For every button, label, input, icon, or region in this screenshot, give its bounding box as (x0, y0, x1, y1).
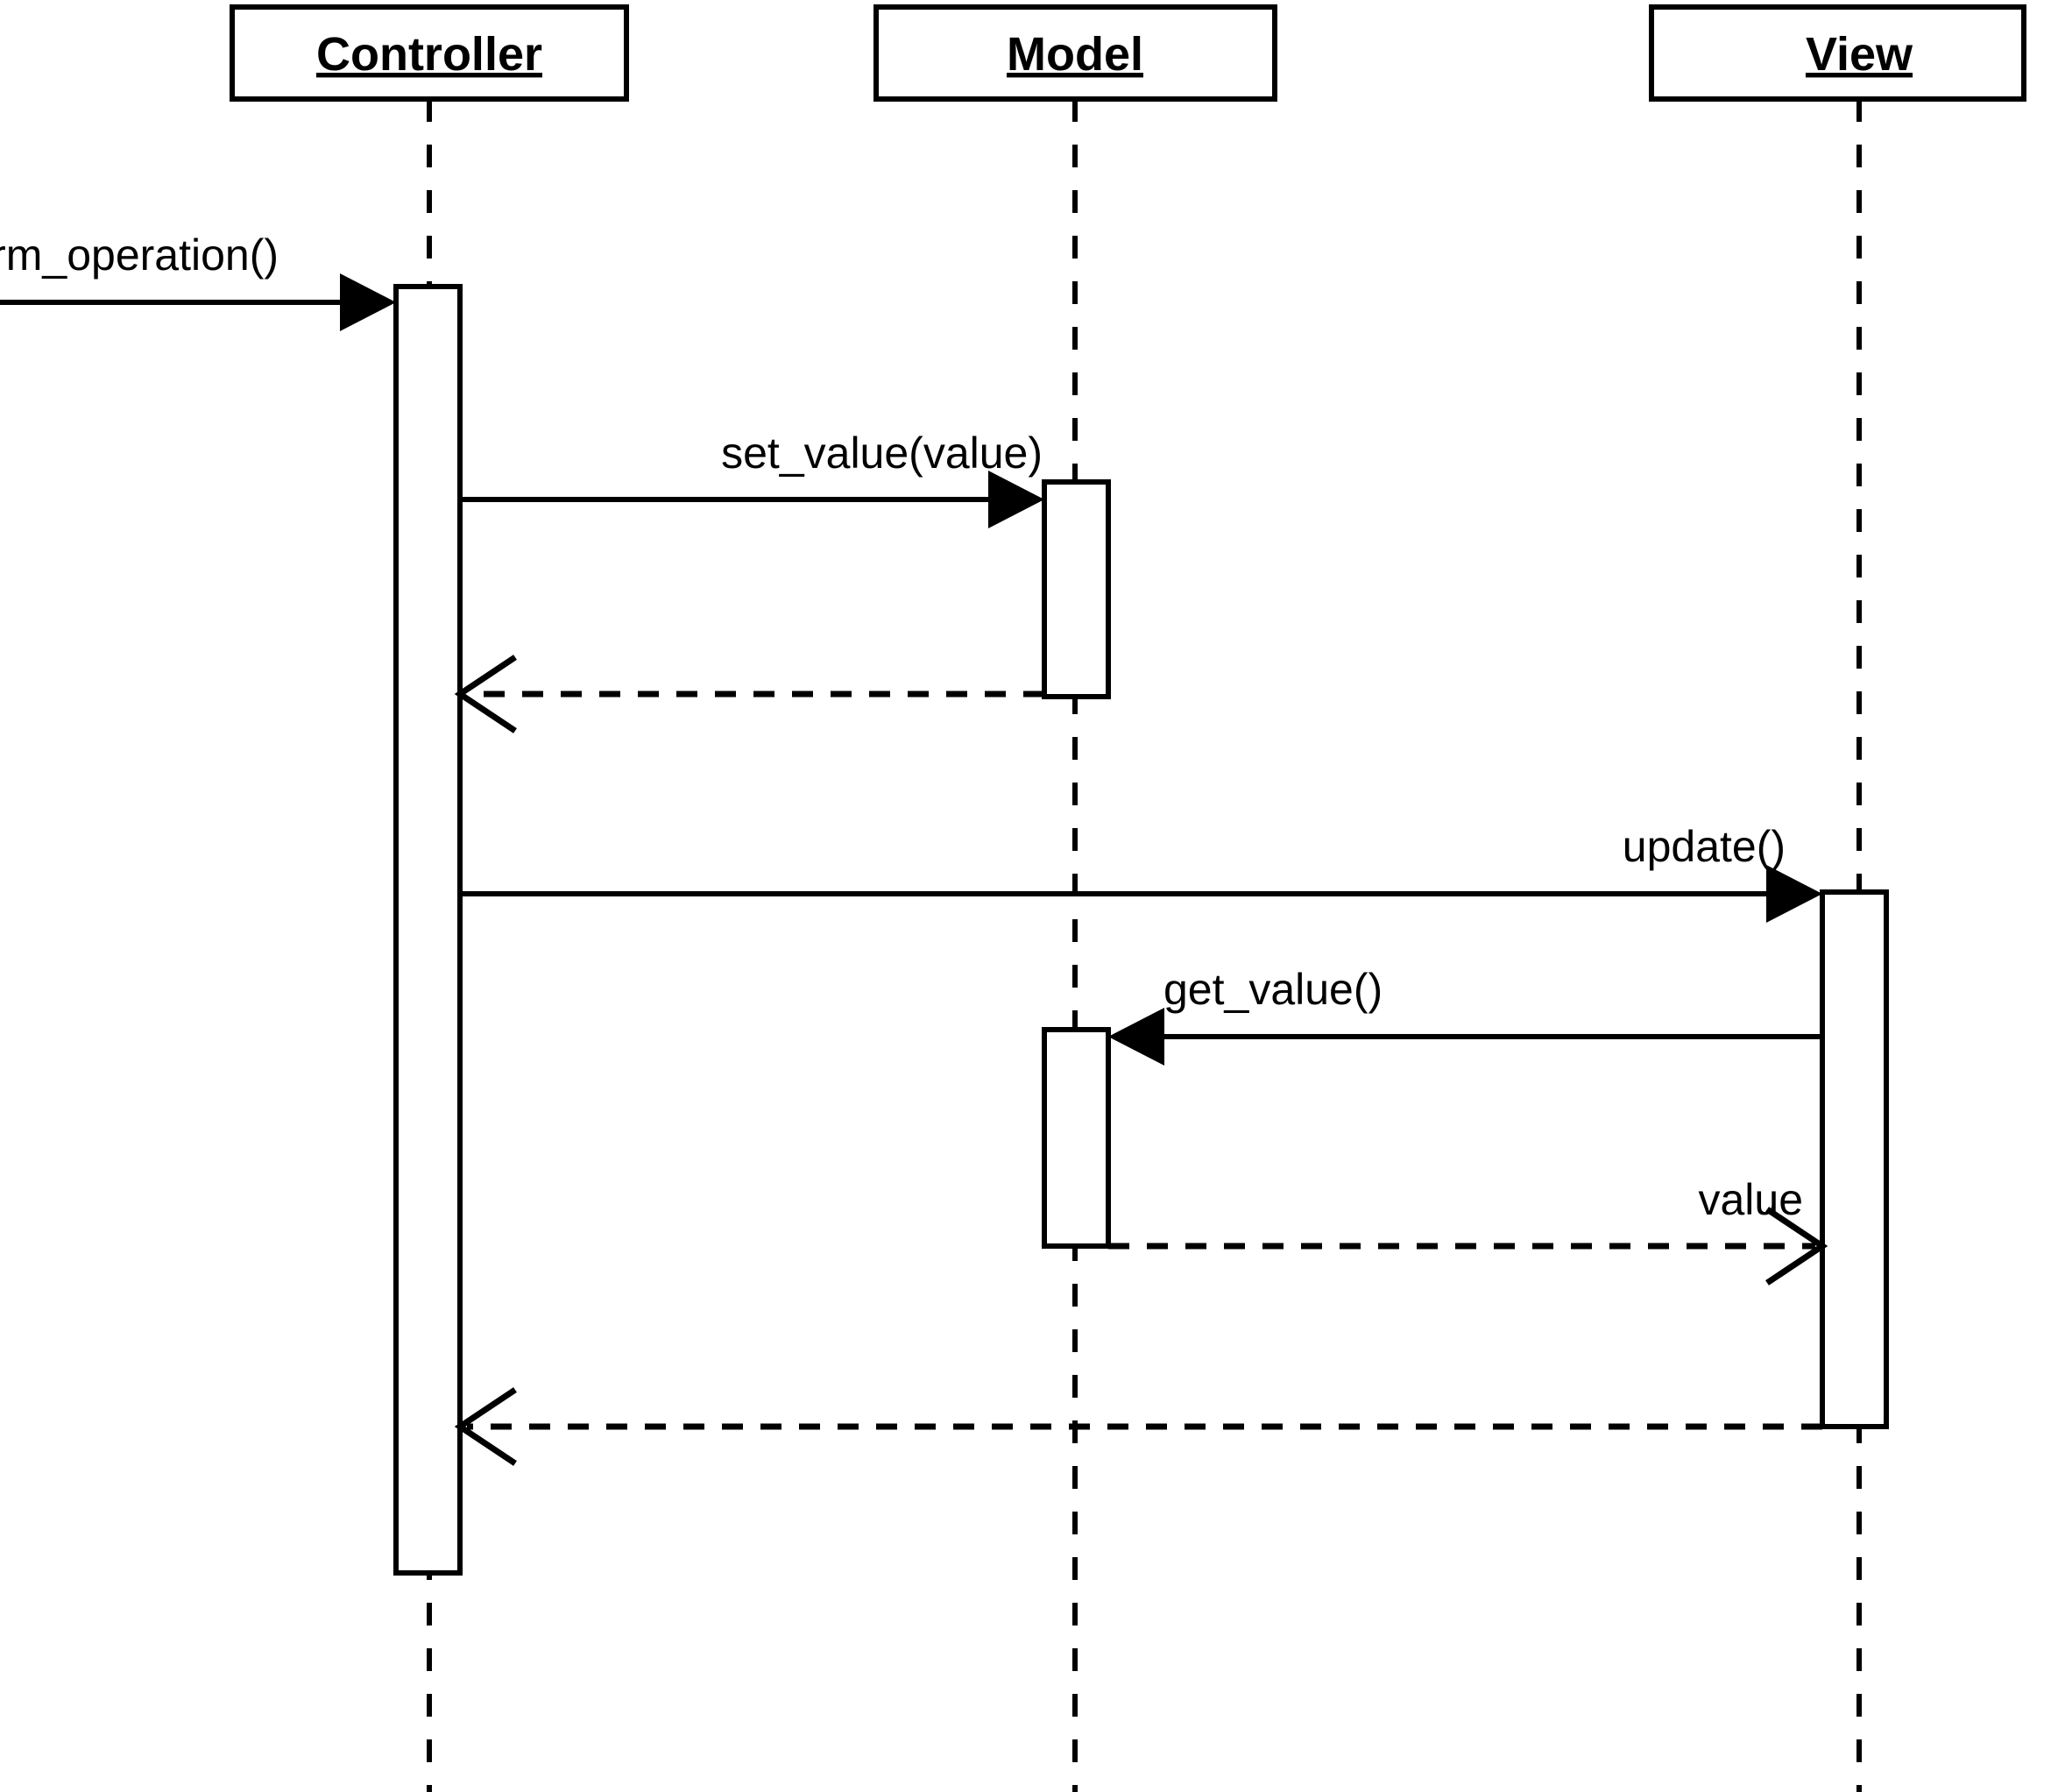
participant-label-controller: Controller (316, 28, 542, 81)
arrowhead-open-value-return (1765, 1207, 1828, 1286)
message-value-return[interactable]: value (1108, 1175, 1828, 1286)
participant-box-model[interactable]: Model (873, 4, 1277, 102)
message-label-perform-operation: perform_operation() (0, 230, 279, 280)
arrowhead-filled-perform-operation (340, 273, 396, 331)
arrowhead-open-update-return (454, 1387, 517, 1466)
arrowhead-filled-update (1766, 865, 1822, 923)
participant-label-model: Model (1007, 28, 1143, 81)
message-label-value-return: value (1698, 1175, 1803, 1224)
message-get-value[interactable]: get_value() (1108, 965, 1822, 1066)
activation-controller (393, 284, 463, 1576)
message-set-value-return[interactable] (454, 655, 1044, 733)
message-label-get-value: get_value() (1163, 965, 1383, 1014)
arrowhead-filled-get-value (1108, 1008, 1164, 1066)
arrowhead-open-set-value-return (454, 655, 517, 733)
message-update[interactable]: update() (460, 822, 1822, 923)
lifelines-group (427, 99, 1862, 1792)
message-label-set-value: set_value(value) (721, 429, 1043, 478)
participant-label-view: View (1806, 28, 1913, 81)
arrowhead-filled-set-value (988, 471, 1044, 528)
message-perform-operation[interactable]: perform_operation() (0, 230, 396, 331)
activation-view (1820, 889, 1889, 1429)
message-set-value[interactable]: set_value(value) (460, 429, 1044, 528)
activation-model-first (1042, 479, 1111, 699)
message-label-update: update() (1623, 822, 1786, 871)
message-update-return[interactable] (454, 1387, 1822, 1466)
participant-box-view[interactable]: View (1649, 4, 2026, 102)
participant-box-controller[interactable]: Controller (230, 4, 629, 102)
activation-model-second (1042, 1027, 1111, 1249)
